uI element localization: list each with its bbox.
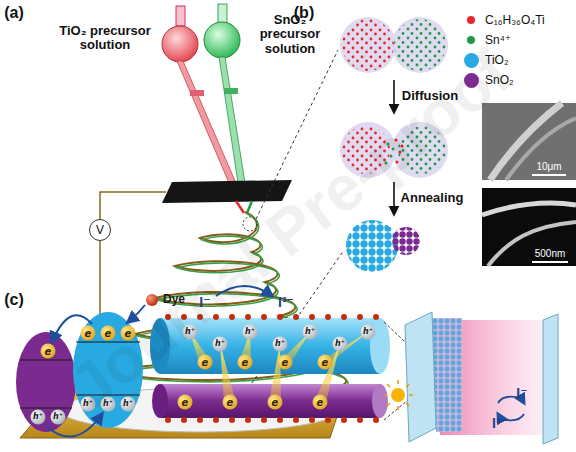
swatch-cell	[462, 16, 480, 24]
charge-cone	[220, 344, 236, 402]
panel-label: (a)	[4, 4, 24, 22]
charge-cone	[269, 344, 281, 402]
legend-row: Sn⁴⁺	[462, 30, 545, 50]
electron: e	[41, 344, 56, 359]
swatch-cell	[462, 73, 480, 88]
hole: h⁺	[273, 337, 288, 352]
sem-image	[482, 188, 576, 266]
tio2-flask	[162, 26, 198, 62]
swatch-cell	[462, 53, 480, 68]
hole: h⁺	[243, 325, 258, 340]
flask-neck	[218, 4, 227, 24]
sn-dots	[394, 19, 446, 71]
tio2-needle	[236, 201, 244, 213]
fiber	[488, 222, 576, 266]
scale-bar	[532, 261, 568, 263]
legend-text: C₁₆H₃₆O₄Ti	[485, 13, 545, 27]
electron: e	[238, 355, 253, 370]
legend-swatch	[464, 73, 479, 88]
sno2-shell	[160, 384, 380, 418]
electron: e	[318, 355, 333, 370]
ion-label: I³⁻	[492, 416, 508, 431]
legend-text: SnO₂	[485, 73, 514, 87]
electron: e	[278, 355, 293, 370]
scale-label: 500nm	[535, 248, 566, 259]
legend-row: TiO₂	[462, 50, 545, 70]
electron: e	[313, 395, 328, 410]
stopcock	[190, 90, 204, 96]
dye-layer	[168, 417, 378, 423]
solution-label: TiO₂ precursor solution	[50, 24, 160, 53]
fiber	[490, 103, 562, 180]
legend-swatch	[464, 53, 479, 68]
step-label: Annealing	[401, 191, 464, 205]
hole: h⁺	[303, 325, 318, 340]
scale-label: 10μm	[536, 161, 561, 172]
sun	[391, 388, 405, 402]
solution-label: SnO₂ precursor solution	[242, 13, 338, 56]
electron: e	[268, 395, 283, 410]
sem-image	[482, 103, 576, 180]
legend: C₁₆H₃₆O₄TiSn⁴⁺ TiO₂ SnO₂	[462, 10, 545, 90]
stopcock	[224, 88, 238, 94]
legend-row: SnO₂	[462, 70, 545, 90]
hole: h⁺	[51, 410, 66, 425]
ion-label: I³⁻	[278, 295, 294, 310]
legend-swatch	[467, 36, 475, 44]
wire	[100, 192, 166, 219]
voltage-source: V	[89, 219, 111, 241]
legend-text: Sn⁴⁺	[485, 33, 511, 47]
sun-rays	[383, 380, 413, 410]
tio2-cluster	[346, 220, 398, 272]
scale-bar	[532, 174, 566, 176]
electron: e	[198, 355, 213, 370]
electron: e	[223, 395, 238, 410]
panel-label: (c)	[4, 291, 24, 309]
charge-cone	[314, 344, 340, 402]
sno2-shell	[152, 384, 168, 418]
hole: h⁺	[213, 337, 228, 352]
photoanode-glass	[405, 312, 436, 442]
droplet	[340, 17, 396, 73]
panel-label: (b)	[294, 4, 314, 22]
fiber	[506, 118, 576, 180]
ion-label: I⁻	[516, 386, 527, 401]
hole: h⁺	[333, 337, 348, 352]
legend-text: TiO₂	[485, 53, 509, 67]
sno2-needle	[247, 201, 252, 213]
sno2-cluster	[392, 227, 420, 255]
droplet	[392, 17, 448, 73]
sno2-particle	[16, 332, 76, 432]
swatch-cell	[462, 36, 480, 44]
hole: h⁺	[361, 325, 376, 340]
node-text: V	[96, 223, 104, 237]
counter-electrode	[543, 314, 558, 444]
ti-dots	[342, 19, 394, 71]
nanofiber-array	[432, 318, 462, 432]
hole: h⁺	[31, 410, 46, 425]
electron: e	[178, 395, 193, 410]
fiber	[482, 203, 576, 215]
sno2-tube	[219, 57, 245, 183]
legend-swatch	[467, 16, 475, 24]
legend-row: C₁₆H₃₆O₄Ti	[462, 10, 545, 30]
flask-neck	[176, 6, 185, 26]
band-edge	[20, 407, 72, 408]
sno2-shell	[372, 384, 388, 418]
sno2-flask	[204, 22, 240, 58]
